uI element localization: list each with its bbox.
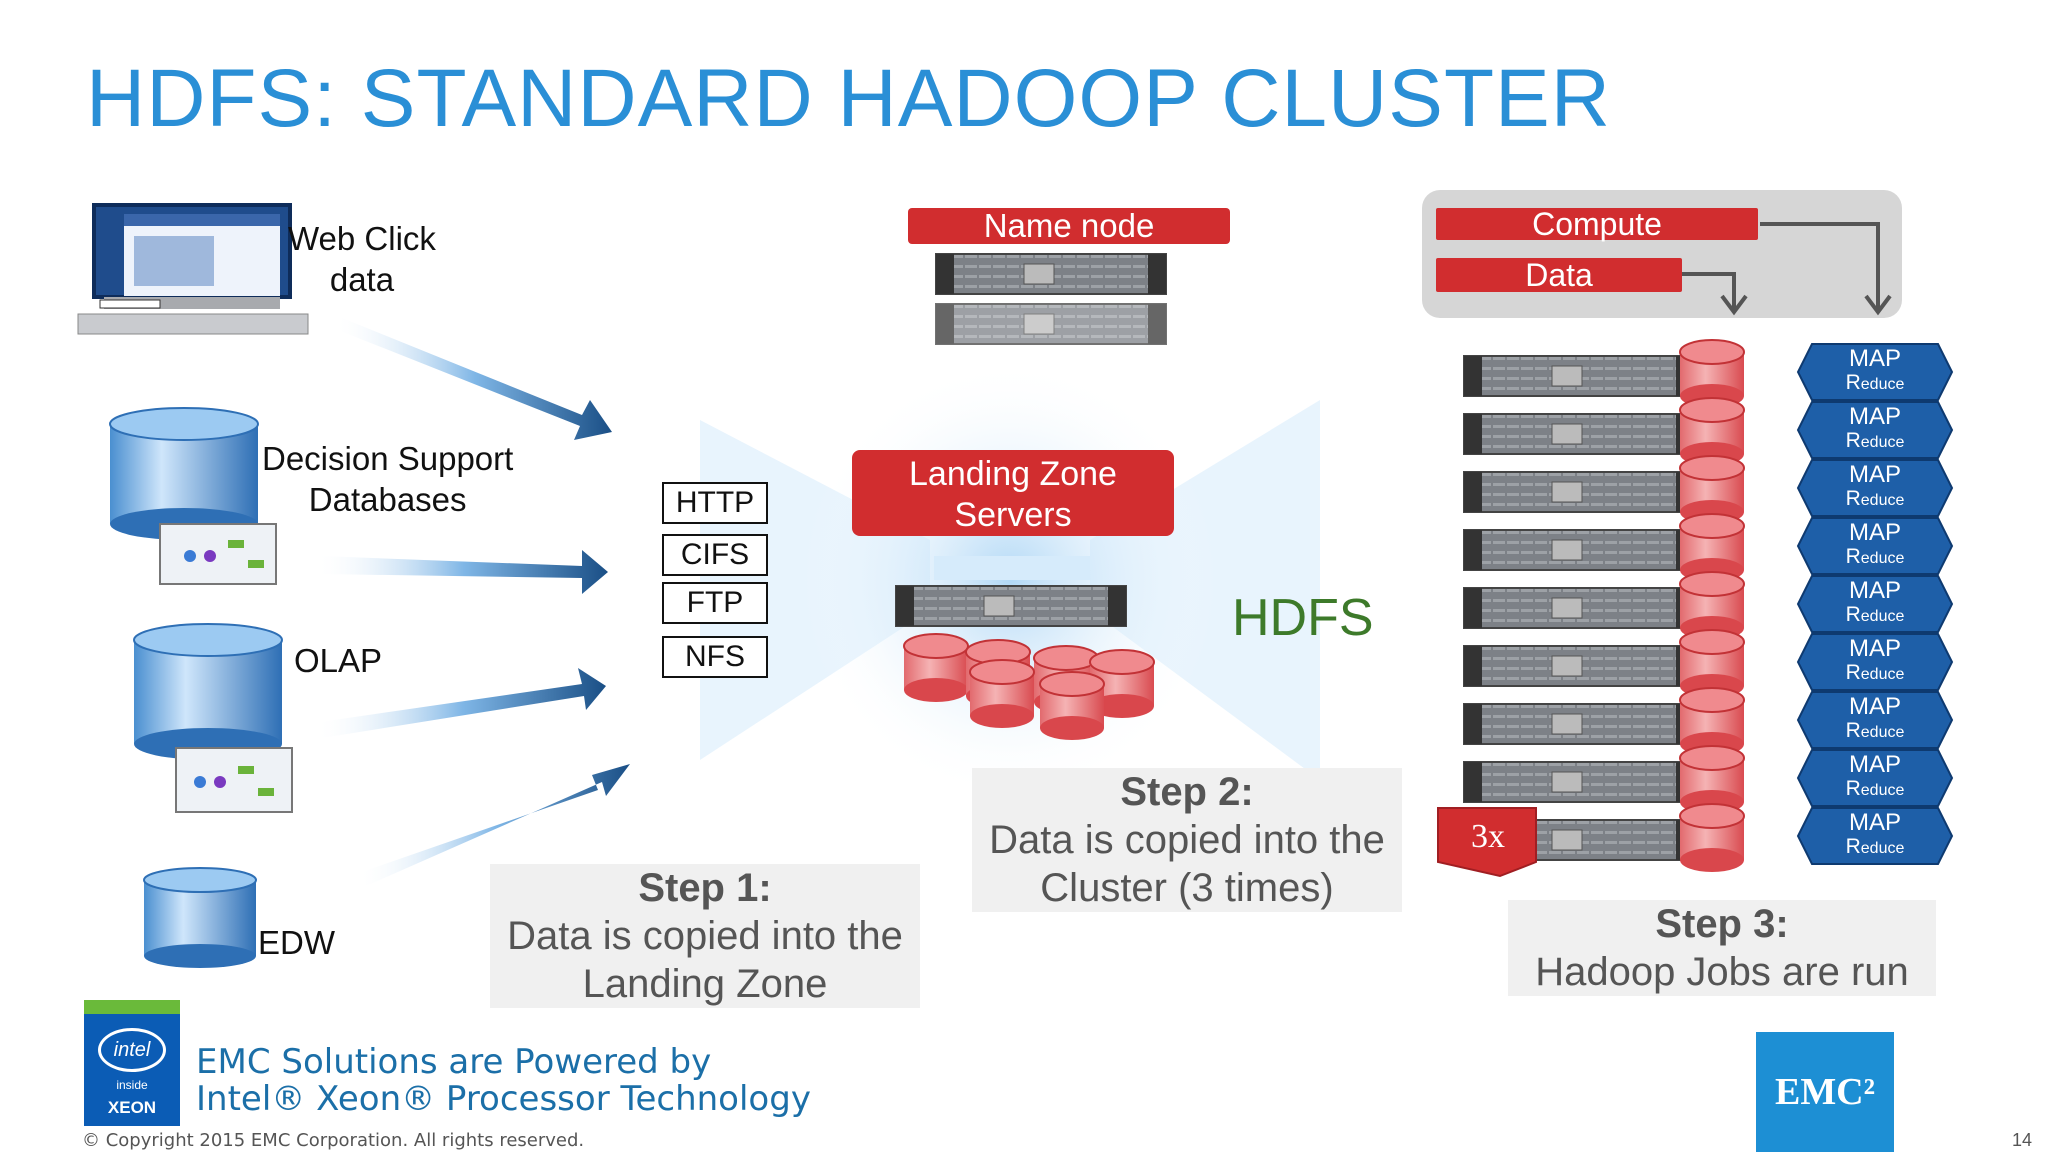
protocol-nfs: NFS (662, 636, 768, 678)
map-label: MAP (1848, 461, 1901, 488)
step-1-text: Data is copied into the Landing Zone (507, 914, 903, 1006)
footer-line-2: Intel® Xeon® Processor Technology (196, 1079, 811, 1119)
protocol-ftp: FTP (662, 582, 768, 624)
copyright: © Copyright 2015 EMC Corporation. All ri… (82, 1130, 585, 1151)
name-node-servers (935, 253, 1167, 345)
reduce-label: Reduce (1845, 835, 1905, 858)
landing-zone-label: Landing Zone Servers (852, 450, 1174, 536)
step-1-box: Step 1: Data is copied into the Landing … (490, 864, 920, 1008)
source-label-olap: OLAP (294, 642, 383, 679)
intel-xeon-logo: intel inside XEON (84, 1000, 180, 1126)
protocol-http: HTTP (662, 482, 768, 524)
map-label: MAP (1848, 577, 1901, 604)
protocol-cifs: CIFS (662, 534, 768, 576)
landing-zone-hardware (895, 556, 1155, 741)
footer-line-1: EMC Solutions are Powered by (196, 1042, 712, 1082)
step-3-title: Step 3: (1655, 902, 1789, 946)
emc-logo: EMC² (1756, 1032, 1894, 1152)
replica-badge-shape (1437, 807, 1537, 878)
map-label: MAP (1848, 809, 1901, 836)
step-3-text: Hadoop Jobs are run (1535, 950, 1909, 994)
source-label-web-click: Web Click data (288, 220, 436, 298)
step-2-title: Step 2: (1120, 770, 1254, 814)
reduce-label: Reduce (1845, 429, 1905, 452)
computer-icon (77, 203, 309, 335)
database-icon-olap (133, 623, 293, 813)
reduce-label: Reduce (1845, 487, 1905, 510)
step-2-text: Data is copied into the Cluster (3 times… (989, 818, 1385, 910)
map-reduce-hexes (1796, 343, 1954, 865)
step-1-title: Step 1: (638, 866, 772, 910)
data-label: Data (1436, 258, 1682, 292)
reduce-label: Reduce (1845, 545, 1905, 568)
database-icon-edw (143, 867, 257, 968)
step-3-box: Step 3: Hadoop Jobs are run (1508, 900, 1936, 996)
page-title: HDFS: STANDARD HADOOP CLUSTER (86, 53, 1611, 144)
map-label: MAP (1848, 693, 1901, 720)
reduce-label: Reduce (1845, 603, 1905, 626)
cluster-rack (1463, 339, 1745, 872)
reduce-label: Reduce (1845, 661, 1905, 684)
page-number: 14 (2012, 1130, 2033, 1150)
database-icon-decision-support (109, 407, 277, 585)
step-2-box: Step 2: Data is copied into the Cluster … (972, 768, 1402, 912)
source-label-edw: EDW (258, 924, 335, 961)
map-label: MAP (1848, 403, 1901, 430)
replica-badge: 3x (1471, 818, 1505, 855)
reduce-label: Reduce (1845, 719, 1905, 742)
map-label: MAP (1848, 751, 1901, 778)
reduce-label: Reduce (1845, 777, 1905, 800)
compute-label: Compute (1436, 208, 1758, 240)
source-label-decision-support: Decision Support Databases (262, 440, 514, 518)
reduce-label: Reduce (1845, 371, 1905, 394)
footer-powered-by: EMC Solutions are Powered by Intel® Xeon… (196, 1044, 811, 1118)
map-label: MAP (1848, 345, 1901, 372)
map-label: MAP (1848, 635, 1901, 662)
hdfs-label: HDFS (1232, 589, 1374, 647)
flow-arrows (320, 318, 630, 886)
name-node-label: Name node (908, 208, 1230, 244)
map-label: MAP (1848, 519, 1901, 546)
